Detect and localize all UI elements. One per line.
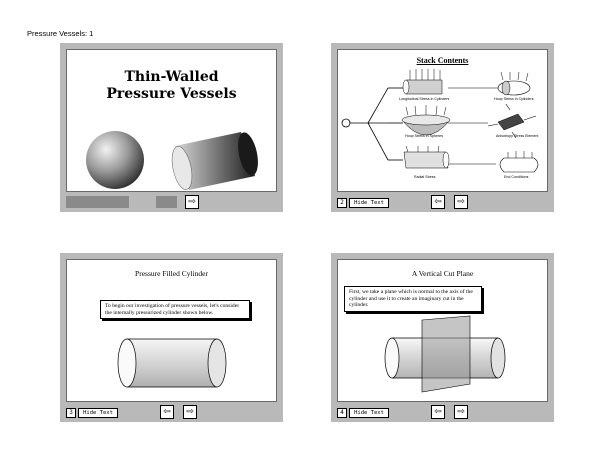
hide-text-button[interactable]: Hide Text	[78, 408, 118, 418]
slide-canvas: Stack Contents	[337, 49, 548, 192]
hide-text-button[interactable]: Hide Text	[349, 408, 389, 418]
stack-contents-tree	[341, 69, 539, 173]
slide-canvas: A Vertical Cut Plane First, we take a pl…	[337, 259, 548, 402]
progress-bar-segment	[156, 196, 177, 208]
slide-title-line1: Thin-Walled	[124, 69, 219, 85]
slide-text-box: To begin our investigation of pressure v…	[100, 300, 250, 320]
item-label[interactable]: Anisotropy Stress Element	[496, 134, 539, 138]
slide-title: Pressure Filled Cylinder	[135, 269, 208, 278]
slide-card-4[interactable]: A Vertical Cut Plane First, we take a pl…	[331, 253, 554, 422]
next-arrow-button[interactable]: ⇨	[454, 405, 468, 419]
cylinder-illustration	[171, 132, 258, 190]
slide-footer: ⇨	[60, 192, 283, 212]
slide-title: Stack Contents	[416, 56, 469, 65]
slide-footer: 2 Hide Text ⇦ ⇨	[331, 192, 554, 212]
slide-card-2[interactable]: Stack Contents	[331, 43, 554, 212]
cylinder-illustration	[117, 338, 227, 388]
prev-arrow-button[interactable]: ⇦	[160, 405, 174, 419]
page-header: Pressure Vessels: 1	[27, 29, 94, 38]
item-label[interactable]: Hoop Stress in Spheres	[405, 134, 443, 138]
next-arrow-button[interactable]: ⇨	[183, 405, 197, 419]
slide-number: 4	[337, 408, 347, 418]
slide-number: 2	[337, 198, 347, 208]
slide-canvas: Pressure Filled Cylinder To begin our in…	[66, 259, 277, 402]
slide-footer: 3 Hide Text ⇦ ⇨	[60, 402, 283, 422]
slide-canvas: Thin-Walled Pressure Vessels	[66, 49, 277, 192]
next-arrow-button[interactable]: ⇨	[185, 195, 199, 209]
slide-card-3[interactable]: Pressure Filled Cylinder To begin our in…	[60, 253, 283, 422]
slide-text-box: First, we take a plane which is normal t…	[344, 286, 482, 312]
hide-text-button[interactable]: Hide Text	[349, 198, 389, 208]
sphere-illustration	[86, 131, 144, 189]
item-label[interactable]: Longitudinal Stress in Cylinders	[399, 97, 450, 101]
item-label[interactable]: Hoop Stress in Cylinders	[494, 97, 534, 101]
progress-bar	[66, 196, 129, 208]
slide-title: A Vertical Cut Plane	[411, 269, 474, 278]
cut-plane-illustration	[384, 315, 506, 393]
slide-title-line2: Pressure Vessels	[106, 86, 237, 102]
slide-footer: 4 Hide Text ⇦ ⇨	[331, 402, 554, 422]
item-label[interactable]: Radial Stress	[414, 175, 436, 179]
item-label[interactable]: End Conditions	[504, 175, 529, 179]
prev-arrow-button[interactable]: ⇦	[431, 405, 445, 419]
next-arrow-button[interactable]: ⇨	[454, 195, 468, 209]
slide-number: 3	[66, 408, 76, 418]
slide-card-1[interactable]: Thin-Walled Pressure Vessels	[60, 43, 283, 212]
prev-arrow-button[interactable]: ⇦	[431, 195, 445, 209]
